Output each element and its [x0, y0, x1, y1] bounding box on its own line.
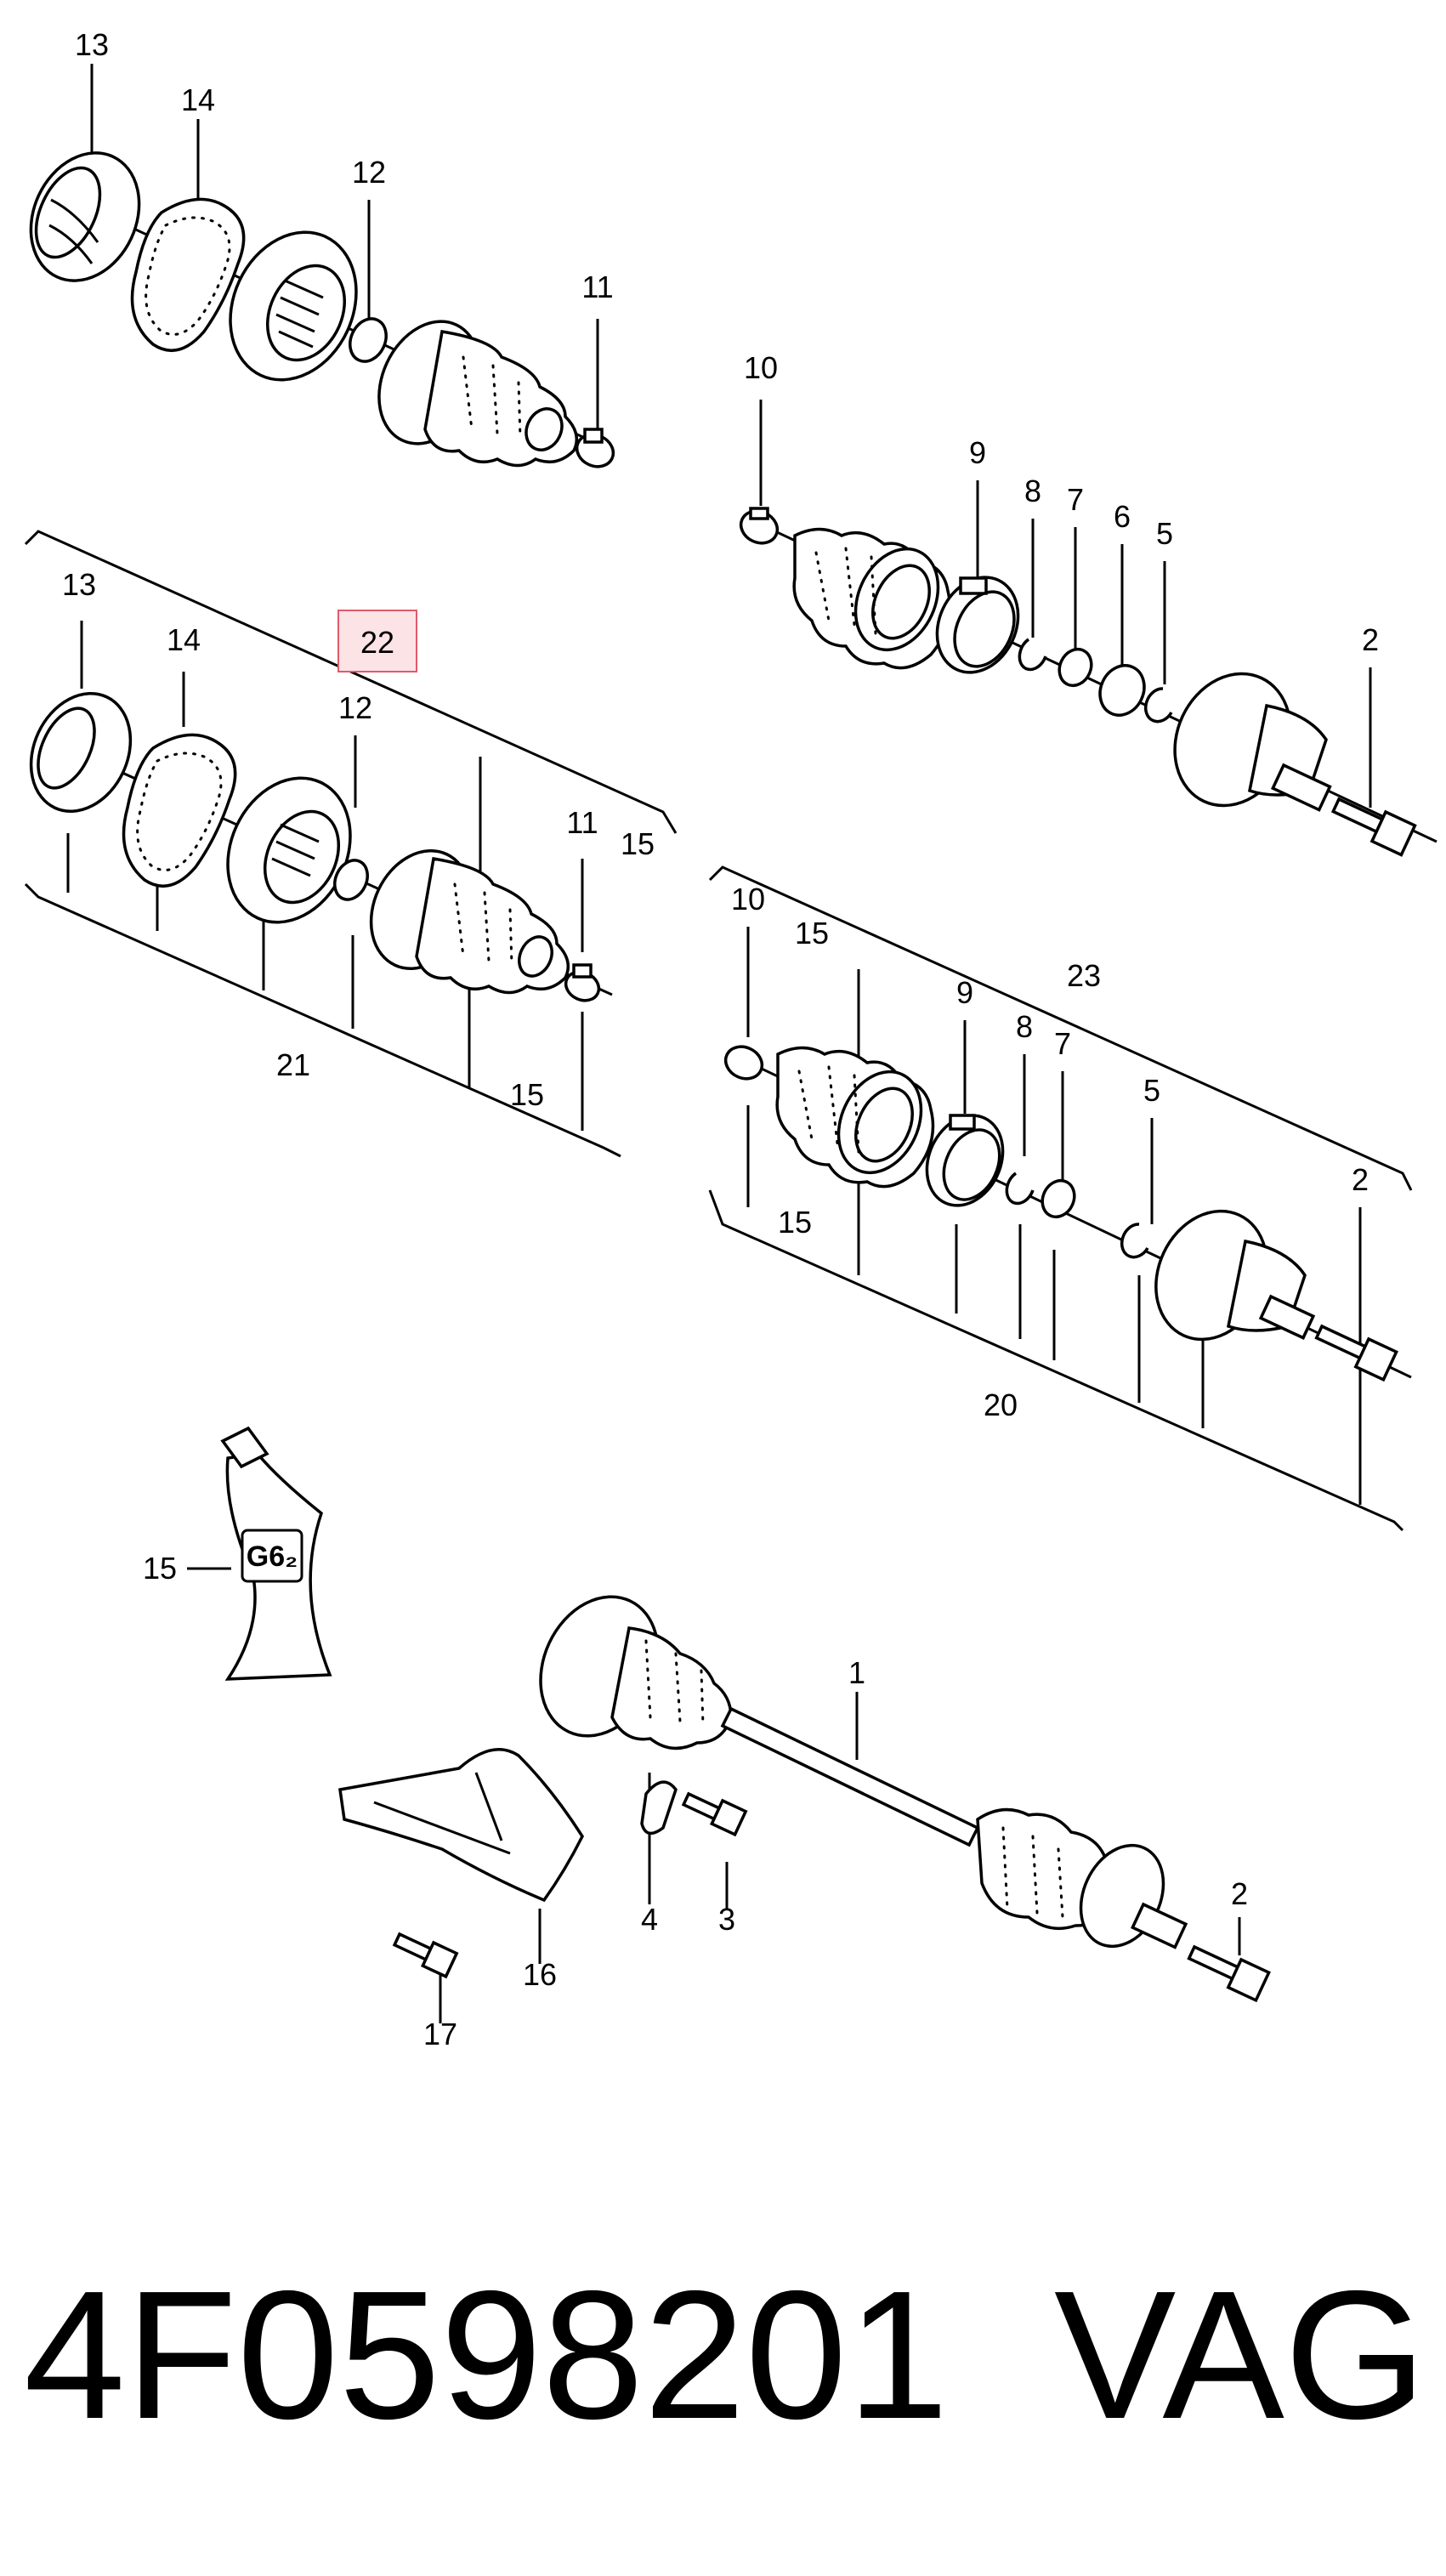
label-8-top: 8: [1024, 474, 1041, 508]
label-14-mid: 14: [167, 622, 201, 657]
label-15-mid-a: 15: [621, 826, 655, 861]
label-10-top: 10: [744, 350, 778, 385]
label-1: 1: [848, 1655, 865, 1690]
outer-boot: [792, 527, 952, 670]
label-21: 21: [276, 1047, 310, 1082]
label-5-top: 5: [1156, 516, 1173, 551]
top-left-assembly: [29, 64, 615, 468]
label-22: 22: [360, 625, 394, 660]
outer-joint: [1173, 672, 1332, 812]
brand-name: VAG: [1054, 2252, 1427, 2457]
label-6-top: 6: [1114, 499, 1131, 534]
label-9-right: 9: [956, 975, 973, 1010]
spacer-6: [1098, 664, 1146, 717]
label-5-right: 5: [1143, 1073, 1160, 1108]
label-15-grease: 15: [143, 1551, 177, 1586]
label-13-top: 13: [75, 27, 109, 62]
label-12-mid: 12: [338, 690, 372, 725]
label-15-right-b: 15: [778, 1205, 812, 1240]
tube-marking: G6₂: [247, 1540, 298, 1573]
label-2-top: 2: [1362, 622, 1379, 657]
cover-cap-13-mid: [29, 691, 133, 814]
ring-8: [1018, 638, 1047, 672]
label-23: 23: [1067, 958, 1101, 993]
grease-tube: [187, 1426, 332, 1681]
clamp-11: [575, 428, 615, 468]
label-20: 20: [984, 1387, 1018, 1422]
part-number: 4F0598201: [24, 2252, 949, 2457]
label-2-bottom: 2: [1231, 1876, 1248, 1911]
washer-7: [1058, 647, 1093, 688]
clamp-10: [739, 507, 780, 545]
label-10-right: 10: [731, 882, 765, 916]
label-15-right-a: 15: [795, 916, 829, 950]
large-clamp-9: [935, 576, 1020, 674]
label-3: 3: [718, 1902, 735, 1937]
label-15-mid-b: 15: [510, 1077, 544, 1112]
label-7-right: 7: [1054, 1026, 1071, 1061]
label-13-mid: 13: [62, 567, 96, 602]
label-11-mid: 11: [566, 805, 598, 840]
label-2-right: 2: [1352, 1162, 1369, 1197]
label-7-top: 7: [1067, 482, 1084, 517]
driveshaft-assembly: [338, 1595, 1271, 2023]
label-14-top: 14: [181, 82, 215, 117]
joint-body: [229, 230, 358, 382]
gasket-14: [130, 197, 246, 352]
label-11-top: 11: [581, 270, 613, 304]
callout-22-highlight: [337, 610, 417, 672]
label-8-right: 8: [1016, 1009, 1033, 1044]
label-9-top: 9: [969, 435, 986, 470]
label-16: 16: [523, 1957, 557, 1992]
middle-right-assembly: [708, 865, 1413, 1532]
ring-5: [1143, 687, 1173, 723]
cover-cap-13: [29, 151, 141, 282]
middle-left-assembly: [24, 530, 678, 1158]
bolt-2-top: [1330, 797, 1417, 857]
boot: [377, 320, 579, 468]
part-labels: 13 14 12 11 10 9 8 7 6 5 2 13 14 22 12 1…: [62, 27, 1379, 2051]
label-4: 4: [641, 1902, 658, 1937]
label-17: 17: [423, 2017, 457, 2051]
top-right-assembly: [739, 400, 1437, 857]
label-12-top: 12: [352, 155, 386, 190]
circlip-12: [349, 317, 388, 363]
